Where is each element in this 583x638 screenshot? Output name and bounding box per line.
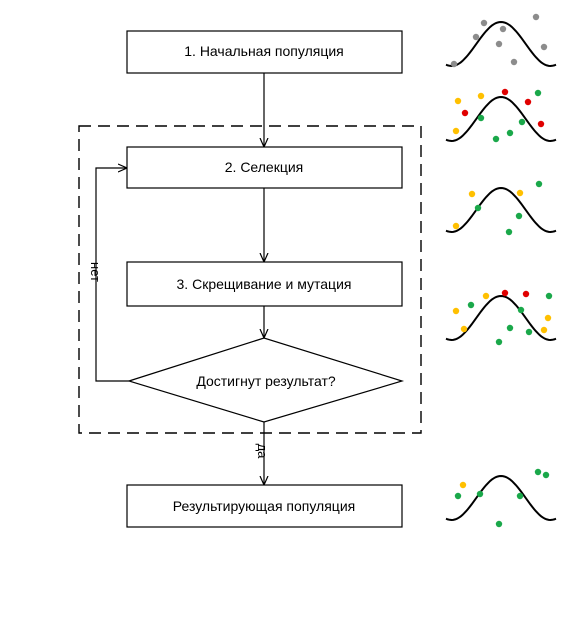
- red-dot: [524, 98, 532, 106]
- yellow-dot: [460, 325, 468, 333]
- yellow-dot: [468, 190, 476, 198]
- loop-frame: [78, 125, 422, 434]
- red-dot: [501, 88, 509, 96]
- green-dot: [515, 212, 523, 220]
- green-dot: [467, 301, 475, 309]
- green-dot: [545, 292, 553, 300]
- yellow-dot: [477, 92, 485, 100]
- sine-wave-curve: [445, 186, 557, 234]
- gray-dot: [472, 33, 480, 41]
- gray-dot: [499, 25, 507, 33]
- arrow-no-loop-back: [95, 168, 129, 382]
- wave-icon-selected: [445, 180, 557, 236]
- decision-diamond: Достигнут результат?: [126, 337, 405, 423]
- sine-wave-curve: [445, 20, 557, 68]
- gray-dot: [510, 58, 518, 66]
- red-dot: [522, 290, 530, 298]
- green-dot: [506, 324, 514, 332]
- step-result-population: Результирующая популяция: [126, 484, 403, 528]
- green-dot: [454, 492, 462, 500]
- green-dot: [474, 204, 482, 212]
- gray-dot: [450, 60, 458, 68]
- wave-icon-initial: [445, 13, 557, 68]
- red-dot: [537, 120, 545, 128]
- green-dot: [517, 306, 525, 314]
- yellow-dot: [452, 307, 460, 315]
- sine-wave-curve: [445, 95, 557, 143]
- yellow-dot: [452, 127, 460, 135]
- red-dot: [501, 289, 509, 297]
- gray-dot: [532, 13, 540, 21]
- yellow-dot: [454, 97, 462, 105]
- gray-dot: [495, 40, 503, 48]
- yellow-dot: [544, 314, 552, 322]
- green-dot: [505, 228, 513, 236]
- green-dot: [542, 471, 550, 479]
- wave-icon-after-selection-input: [445, 88, 557, 143]
- yellow-dot: [540, 326, 548, 334]
- green-dot: [534, 468, 542, 476]
- green-dot: [492, 135, 500, 143]
- step-initial-population: 1. Начальная популяция: [126, 30, 403, 74]
- green-dot: [516, 492, 524, 500]
- yellow-dot: [452, 222, 460, 230]
- red-dot: [461, 109, 469, 117]
- green-dot: [477, 114, 485, 122]
- sine-wave-curve: [445, 474, 557, 522]
- green-dot: [534, 89, 542, 97]
- yellow-dot: [482, 292, 490, 300]
- gray-dot: [540, 43, 548, 51]
- yellow-dot: [516, 189, 524, 197]
- wave-icon-result: [445, 468, 557, 528]
- edge-label-yes: да: [255, 444, 270, 460]
- decision-label: Достигнут результат?: [196, 373, 336, 389]
- wave-icon-offspring: [445, 289, 557, 346]
- step-crossover-mutation: 3. Скрещивание и мутация: [126, 261, 403, 307]
- step-result-label: Результирующая популяция: [173, 498, 355, 514]
- wave-icons: [445, 13, 557, 528]
- step-crossover-label: 3. Скрещивание и мутация: [177, 276, 352, 292]
- yellow-dot: [459, 481, 467, 489]
- green-dot: [495, 338, 503, 346]
- step-selection: 2. Селекция: [126, 146, 403, 189]
- green-dot: [476, 490, 484, 498]
- edge-label-no: нет: [88, 262, 103, 282]
- sine-wave-curve: [445, 294, 557, 342]
- green-dot: [495, 520, 503, 528]
- green-dot: [535, 180, 543, 188]
- green-dot: [518, 118, 526, 126]
- step-selection-label: 2. Селекция: [225, 159, 304, 175]
- gray-dot: [480, 19, 488, 27]
- green-dot: [506, 129, 514, 137]
- green-dot: [525, 328, 533, 336]
- step-initial-label: 1. Начальная популяция: [184, 43, 344, 59]
